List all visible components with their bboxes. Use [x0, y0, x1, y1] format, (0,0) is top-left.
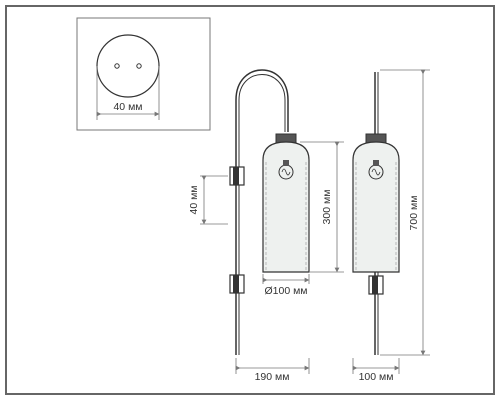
total-height-dimension-group: 700 мм: [380, 69, 430, 356]
front-bracket-upper-fill: [233, 167, 239, 185]
mount-plate-detail: 40 мм: [76, 17, 211, 131]
mount-width-label: 40 мм: [113, 101, 142, 113]
side-glass-shade: [352, 141, 400, 273]
side-width-label: 100 мм: [359, 371, 394, 383]
side-bracket-lower-fill: [372, 276, 378, 294]
side-width-dimension-group: 100 мм: [352, 358, 400, 383]
side-bulb-base: [373, 160, 379, 166]
mount-plate-circle: [96, 34, 160, 98]
drawing-frame: [5, 5, 495, 395]
shade-diameter-label: Ø100 мм: [264, 285, 307, 297]
front-glass-shade: [262, 141, 310, 273]
detail-box: [76, 17, 211, 131]
bracket-spacing-label: 40 мм: [188, 185, 200, 214]
total-width-label: 190 мм: [255, 371, 290, 383]
shade-height-dimension-group: 300 мм: [300, 141, 344, 273]
front-glass-texture: [265, 162, 307, 270]
shade-height-label: 300 мм: [321, 190, 333, 225]
screw-hole-left: [114, 63, 120, 69]
front-bracket-lower-fill: [233, 275, 239, 293]
side-bulb-filament: [371, 168, 381, 176]
front-bulb-filament: [281, 168, 291, 176]
bracket-spacing-dimension-group: 40 мм: [188, 175, 228, 225]
front-arch-inner: [238, 74, 286, 132]
front-arch: [235, 69, 289, 132]
total-width-dimension-group: 190 мм: [235, 358, 310, 383]
side-glass-texture: [355, 162, 397, 270]
total-height-label: 700 мм: [408, 196, 420, 231]
front-view-lamp: [229, 69, 310, 355]
front-bulb-base: [283, 160, 289, 166]
shade-diameter-dimension-group: Ø100 мм: [262, 274, 310, 297]
side-view-lamp: [352, 72, 400, 355]
screw-hole-right: [136, 63, 142, 69]
